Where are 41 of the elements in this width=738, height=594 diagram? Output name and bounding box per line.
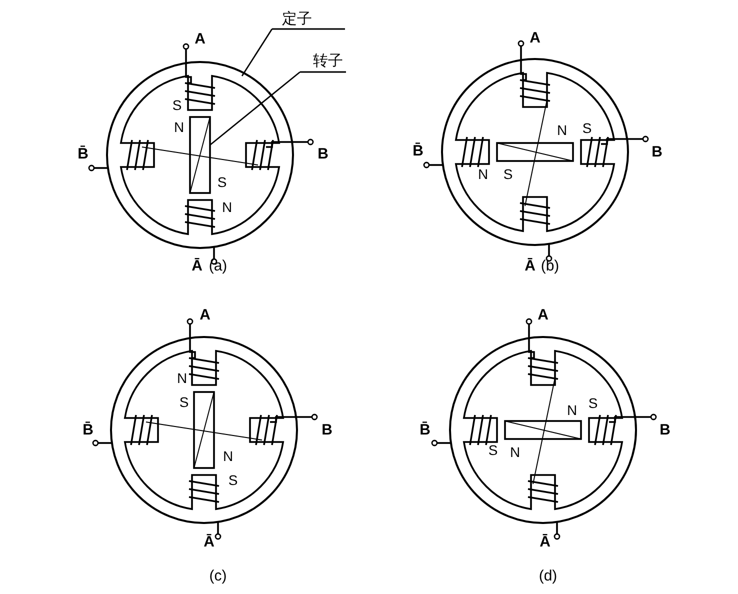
terminal-label: B <box>322 422 332 438</box>
pole-label: N <box>510 445 520 459</box>
pole-label: S <box>172 98 182 112</box>
terminal-label: B̄ <box>78 146 88 162</box>
pole-label: S <box>179 395 189 409</box>
terminal-label: B <box>318 146 328 162</box>
pole-label: N <box>566 403 578 417</box>
terminal-label: A <box>538 308 548 322</box>
pole-label: N <box>222 449 234 463</box>
pole-label: S <box>228 473 238 487</box>
terminal-label: B̄ <box>82 422 94 438</box>
stator-ring <box>106 61 294 249</box>
pole-label: N <box>556 123 568 137</box>
terminal-label: Ā <box>204 534 214 550</box>
pole-label: S <box>488 443 498 457</box>
pole-label: S <box>582 121 592 135</box>
terminal-label: B <box>652 144 662 160</box>
terminal-label: Ā <box>524 258 536 274</box>
pole-label: N <box>222 200 232 214</box>
terminal-label: A <box>194 32 206 46</box>
leader-line <box>241 28 346 77</box>
terminal-label: A <box>530 30 540 46</box>
leader-line <box>209 71 347 146</box>
pole-label: N <box>174 120 184 134</box>
callout-label: 定子 <box>282 12 312 26</box>
callout-label: 转子 <box>313 54 343 68</box>
pole-label: N <box>176 371 188 385</box>
terminal-label: B̄ <box>412 144 424 158</box>
rotor-bar <box>189 116 211 194</box>
terminal-label: A <box>200 308 210 322</box>
terminal-label: Ā <box>540 534 550 550</box>
panel-caption: (d) <box>538 568 558 584</box>
terminal-label: B <box>660 422 670 438</box>
terminal-label: B̄ <box>420 422 430 438</box>
pole-label: N <box>478 167 488 181</box>
panel-caption: (c) <box>209 568 227 584</box>
pole-label: S <box>217 175 227 189</box>
pole-label: S <box>503 167 513 181</box>
panel-caption: (b) <box>540 258 560 274</box>
pole-label: S <box>588 396 598 410</box>
terminal-label: Ā <box>192 258 202 274</box>
